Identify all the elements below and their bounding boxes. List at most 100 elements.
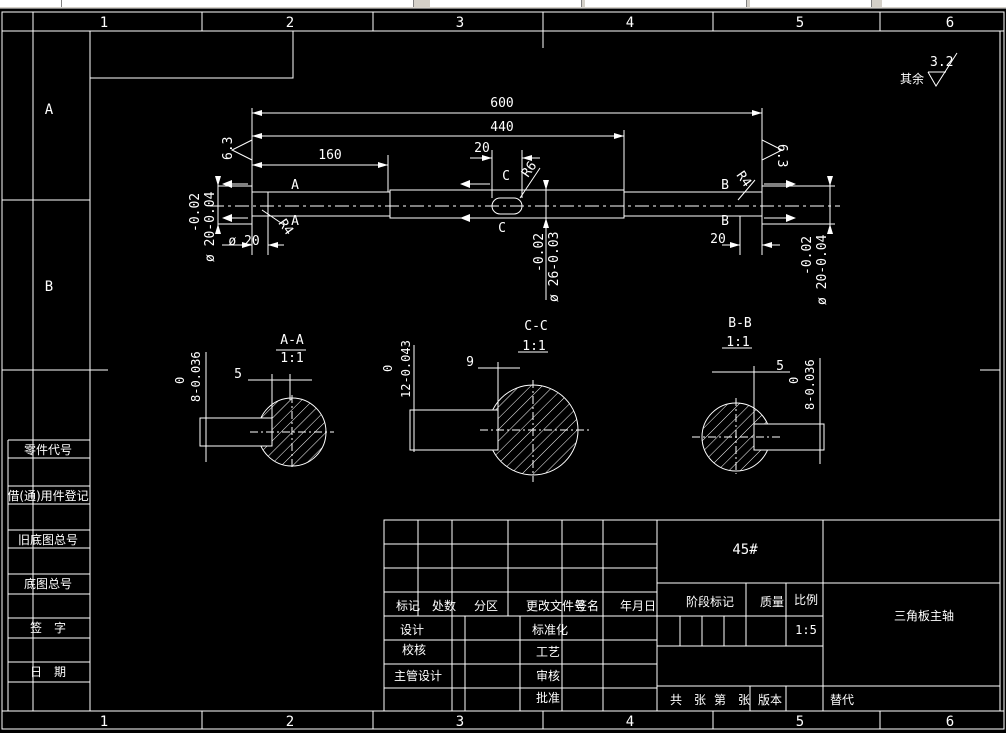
section-b-tol-bottom: 8-0.036 <box>803 359 817 410</box>
drawing-canvas[interactable]: 1 2 3 4 5 6 1 2 3 4 5 6 A B 零件代号 借(通)用件登… <box>0 8 1006 733</box>
dim-span: 440 <box>490 120 513 135</box>
section-mark-b-bottom: B <box>721 214 729 229</box>
shaft-arrowheads <box>215 110 833 248</box>
tb-material: 45# <box>732 542 758 558</box>
tb-ratio: 比例 <box>794 593 818 607</box>
section-a-scale: 1:1 <box>280 351 303 366</box>
zone-bottom-3: 3 <box>456 714 464 730</box>
toolbar-plotstyle-dropdown[interactable] <box>882 0 1006 7</box>
roughness-left: 6.3 <box>221 137 236 160</box>
border-zone-labels: 1 2 3 4 5 6 1 2 3 4 5 6 A B <box>45 15 954 730</box>
section-a-tol-top: 0 <box>173 377 187 384</box>
section-c-c: C-C 1:1 9 0 12-0.043 <box>381 319 590 482</box>
section-a-a: A-A 1:1 5 0 8-0.036 <box>173 333 334 470</box>
strip-signature: 签 字 <box>30 620 66 635</box>
strip-old-base-no: 旧底图总号 <box>18 532 78 547</box>
dim-left-diam-up: -0.02 <box>188 193 203 232</box>
section-mark-c-bottom: C <box>498 221 506 236</box>
section-mark-a-top: A <box>291 178 299 193</box>
dim-right-diam-up: -0.02 <box>800 236 815 275</box>
dim-right-diam-tol: ø 20-0.04 <box>815 234 830 305</box>
zone-bottom-6: 6 <box>946 714 954 730</box>
tb-footer-total: 共 张 <box>670 693 706 707</box>
zone-top-6: 6 <box>946 15 954 31</box>
section-mark-b-top: B <box>721 178 729 193</box>
shaft-main-view <box>210 108 840 300</box>
strip-base-no: 底图总号 <box>24 576 72 591</box>
tb-part-name: 三角板主轴 <box>894 608 954 623</box>
strip-date: 日 期 <box>30 665 66 679</box>
tb-role-standard: 标准化 <box>532 623 568 637</box>
roughness-other-value: 3.2 <box>930 55 953 70</box>
toolbar-layer-dropdown[interactable] <box>62 0 414 7</box>
toolbar <box>0 0 1006 9</box>
tb-header-sign: 签名 <box>575 598 599 613</box>
roughness-other-prefix: 其余 <box>900 71 924 86</box>
left-strip <box>7 439 90 711</box>
section-b-scale: 1:1 <box>726 335 749 350</box>
tb-ratio-value: 1:5 <box>795 623 817 637</box>
toolbar-layer-combo[interactable] <box>0 0 62 7</box>
section-c-tol-top: 0 <box>381 365 395 372</box>
tb-footer-sheet: 第 张 <box>714 693 750 707</box>
section-b-b: B-B 1:1 5 0 8-0.036 <box>692 316 825 474</box>
dim-key-width: 20 <box>474 141 490 156</box>
tb-header-zone: 分区 <box>474 599 498 613</box>
tb-header-changefile: 更改文件号 <box>526 598 586 613</box>
section-c-width: 9 <box>466 355 474 370</box>
zone-bottom-5: 5 <box>796 714 804 730</box>
tb-stage: 阶段标记 <box>686 594 734 609</box>
dim-center-diam-tol: ø 26-0.03 <box>547 232 562 302</box>
tb-role-check: 校核 <box>402 642 426 657</box>
zone-top-2: 2 <box>286 15 294 31</box>
tb-header-mark: 标记 <box>396 599 420 613</box>
toolbar-linetype-dropdown[interactable] <box>585 0 747 7</box>
title-block-texts: 45# 三角板主轴 标记 处数 分区 更改文件号 签名 年月日 阶段标记 质量 … <box>394 542 954 707</box>
roughness-other-symbol: 其余 3.2 <box>900 52 958 87</box>
tb-header-date: 年月日 <box>620 599 656 613</box>
dim-key-radius: R6 <box>519 159 540 180</box>
section-b-width: 5 <box>776 359 784 374</box>
dim-right-radius: R4 <box>733 169 754 191</box>
section-a-width: 5 <box>234 367 242 382</box>
dim-right-len: 20 <box>710 232 726 247</box>
toolbar-lineweight-dropdown[interactable] <box>750 0 872 7</box>
title-block-grid <box>383 519 1001 712</box>
tb-role-process: 工艺 <box>536 645 560 659</box>
shaft-dimension-texts: 600 440 160 20 R6 ø 20 20 R4 R4 6.3 6.3 … <box>188 96 830 305</box>
section-mark-a-bottom: A <box>291 214 299 229</box>
tb-mass: 质量 <box>760 595 784 609</box>
zone-bottom-2: 2 <box>286 714 294 730</box>
zone-top-5: 5 <box>796 15 804 31</box>
dim-left-radius: R4 <box>275 217 296 239</box>
section-a-title: A-A <box>280 333 304 348</box>
tb-role-review: 审核 <box>536 668 560 683</box>
zone-bottom-4: 4 <box>626 714 634 730</box>
tb-role-chief: 主管设计 <box>394 668 442 683</box>
tb-role-approve: 批准 <box>536 690 560 705</box>
section-b-tol-top: 0 <box>787 377 801 384</box>
zone-side-b: B <box>45 279 53 295</box>
zone-bottom-1: 1 <box>100 714 108 730</box>
zone-top-4: 4 <box>626 15 634 31</box>
section-c-title: C-C <box>524 319 547 334</box>
section-mark-c-top: C <box>502 169 510 184</box>
dim-left-step: 160 <box>318 148 341 163</box>
tb-role-design: 设计 <box>400 623 424 637</box>
toolbar-color-dropdown[interactable] <box>430 0 582 7</box>
zone-top-3: 3 <box>456 15 464 31</box>
section-c-tol-bottom: 12-0.043 <box>399 340 413 398</box>
section-c-scale: 1:1 <box>522 339 545 354</box>
shaft-roughness-marks <box>230 139 784 161</box>
tb-footer-version: 版本 <box>758 693 782 707</box>
roughness-right: 6.3 <box>774 144 789 167</box>
dim-total: 600 <box>490 96 513 111</box>
strip-part-code: 零件代号 <box>24 443 72 457</box>
zone-top-1: 1 <box>100 15 108 31</box>
strip-borrow-register: 借(通)用件登记 <box>7 488 88 503</box>
dim-center-diam-up: -0.02 <box>532 233 547 272</box>
dim-left-len: ø 20 <box>228 234 259 249</box>
section-b-title: B-B <box>728 316 752 331</box>
section-a-tol-bottom: 8-0.036 <box>189 351 203 402</box>
dim-left-diam-tol: ø 20-0.04 <box>203 191 218 262</box>
